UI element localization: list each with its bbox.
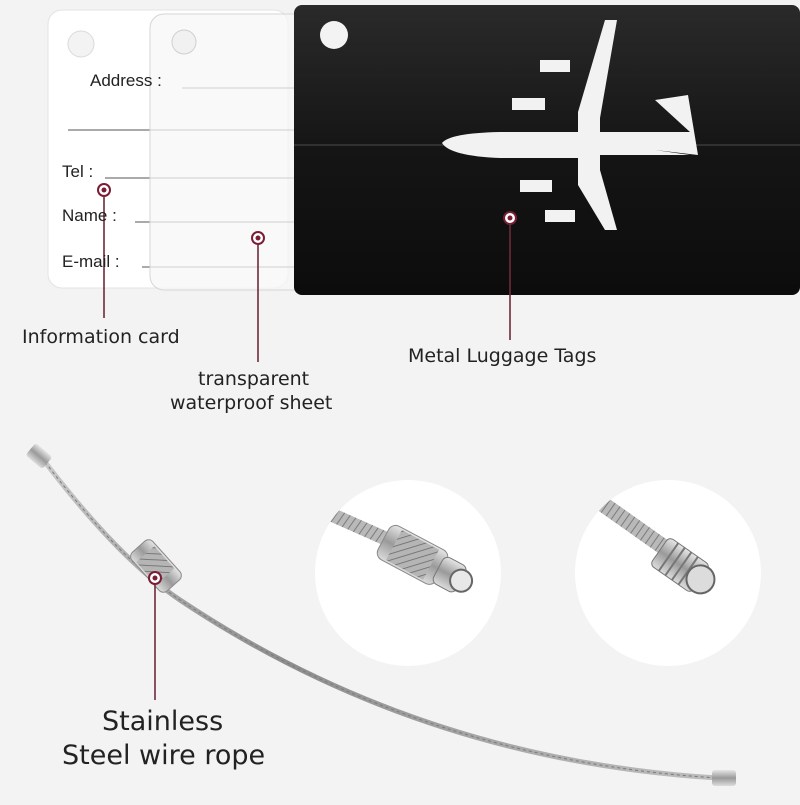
transparent-sheet-caption-line2: waterproof sheet — [170, 392, 333, 414]
wire-rope-caption-line2: Steel wire rope — [62, 740, 266, 771]
callout-wire-rope — [148, 571, 162, 700]
callout-metal-tags — [503, 211, 517, 340]
metal-luggage-tag — [294, 5, 800, 295]
tel-label: Tel : — [62, 162, 94, 181]
detail-threaded-end — [575, 480, 761, 666]
metal-tags-caption: Metal Luggage Tags — [408, 345, 597, 367]
address-label: Address : — [90, 71, 162, 90]
transparent-sheet — [149, 13, 316, 291]
detail-knurled-connector — [315, 480, 501, 666]
information-card-caption: Information card — [22, 326, 180, 348]
name-label: Name : — [62, 206, 117, 225]
callout-information-card — [97, 183, 111, 318]
email-label: E-mail : — [62, 252, 120, 271]
steel-wire-rope — [26, 444, 736, 786]
transparent-sheet-caption-line1: transparent — [198, 368, 310, 390]
callout-transparent-sheet — [251, 231, 265, 362]
wire-rope-caption-line1: Stainless — [102, 706, 224, 737]
screw-lock — [130, 539, 182, 593]
